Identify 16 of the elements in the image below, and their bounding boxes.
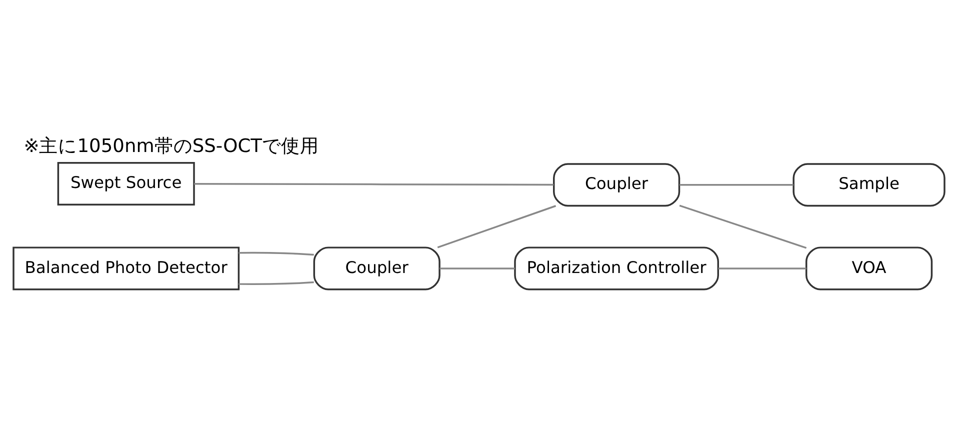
node-box: Coupler [313,246,440,290]
diagram-title: ※主に1050nm帯のSS-OCTで使用 [24,136,320,158]
connector [437,205,556,248]
node-box: Sample [792,163,946,207]
connector [718,268,806,270]
node-box: VOA [805,246,933,290]
node-box: Coupler [553,163,680,207]
connector [238,281,314,285]
node-box: Balanced Photo Detector [12,246,240,290]
node-box: Swept Source [57,162,195,206]
connector [238,252,314,256]
connector [680,184,794,186]
connector [440,268,515,270]
node-box: Polarization Controller [514,246,719,290]
connector [679,204,807,249]
connector [194,183,554,186]
